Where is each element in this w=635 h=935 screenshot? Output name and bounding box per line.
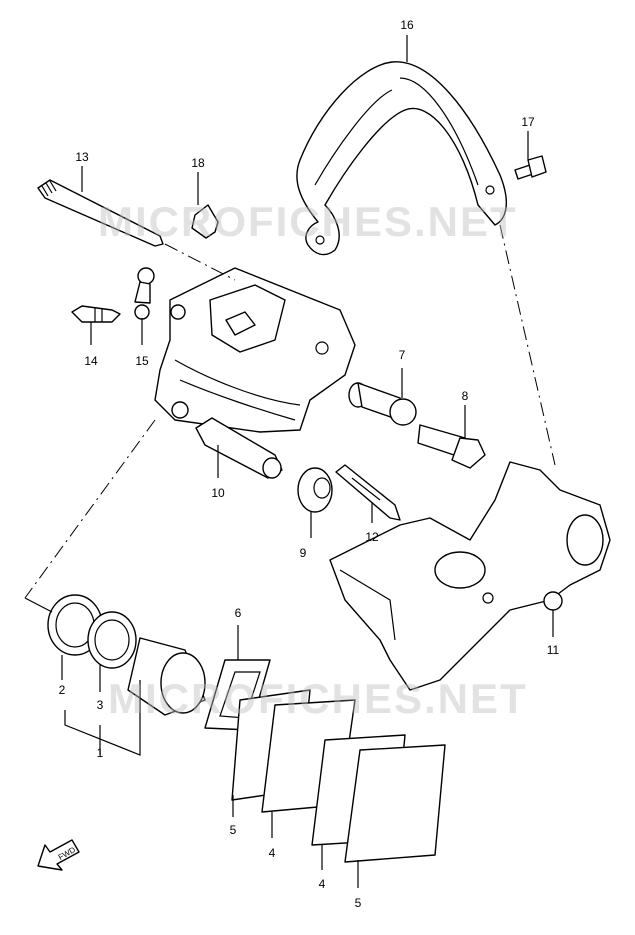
part-13-pin [37, 179, 164, 247]
part-3-seal [87, 611, 137, 669]
callout-13: 13 [75, 150, 89, 164]
part-14-bleeder [71, 305, 121, 323]
part-1-piston [127, 637, 206, 716]
part-7-sleeve [348, 382, 417, 426]
callout-11: 11 [546, 643, 560, 657]
caliper-body [154, 267, 356, 433]
callout-5-inner: 5 [229, 823, 237, 837]
part-12-spring [335, 464, 401, 521]
part-10-slide-pin [195, 417, 283, 479]
part-16-bracket [296, 61, 508, 256]
part-5-pad-outer-shim [344, 744, 446, 863]
part-18-cap [191, 204, 219, 239]
fwd-arrow-icon [37, 839, 80, 871]
callout-15: 15 [135, 354, 149, 368]
part-15-cap [134, 267, 155, 320]
part-9-boot [297, 467, 333, 513]
callout-2: 2 [58, 683, 66, 697]
part-17-bolt [514, 155, 547, 180]
callout-4-outer: 4 [318, 877, 326, 891]
part-8-bolt [417, 424, 486, 469]
callout-9: 9 [299, 546, 307, 560]
callout-5-outer: 5 [354, 896, 362, 910]
callout-14: 14 [84, 354, 98, 368]
callout-6: 6 [234, 606, 242, 620]
callout-12: 12 [365, 530, 379, 544]
leader-lines [24, 35, 556, 888]
callout-1: 1 [96, 746, 104, 760]
callout-10: 10 [211, 486, 225, 500]
part-11-carrier [329, 461, 611, 691]
callout-7: 7 [398, 348, 406, 362]
callout-18: 18 [191, 156, 205, 170]
watermark-top: MICROFICHES.NET [98, 198, 518, 245]
watermark-bottom: MICROFICHES.NET [108, 675, 528, 722]
callout-3: 3 [96, 698, 104, 712]
callout-8: 8 [461, 389, 469, 403]
callout-4-inner: 4 [268, 846, 276, 860]
callout-17: 17 [521, 115, 535, 129]
callout-16: 16 [400, 18, 414, 32]
